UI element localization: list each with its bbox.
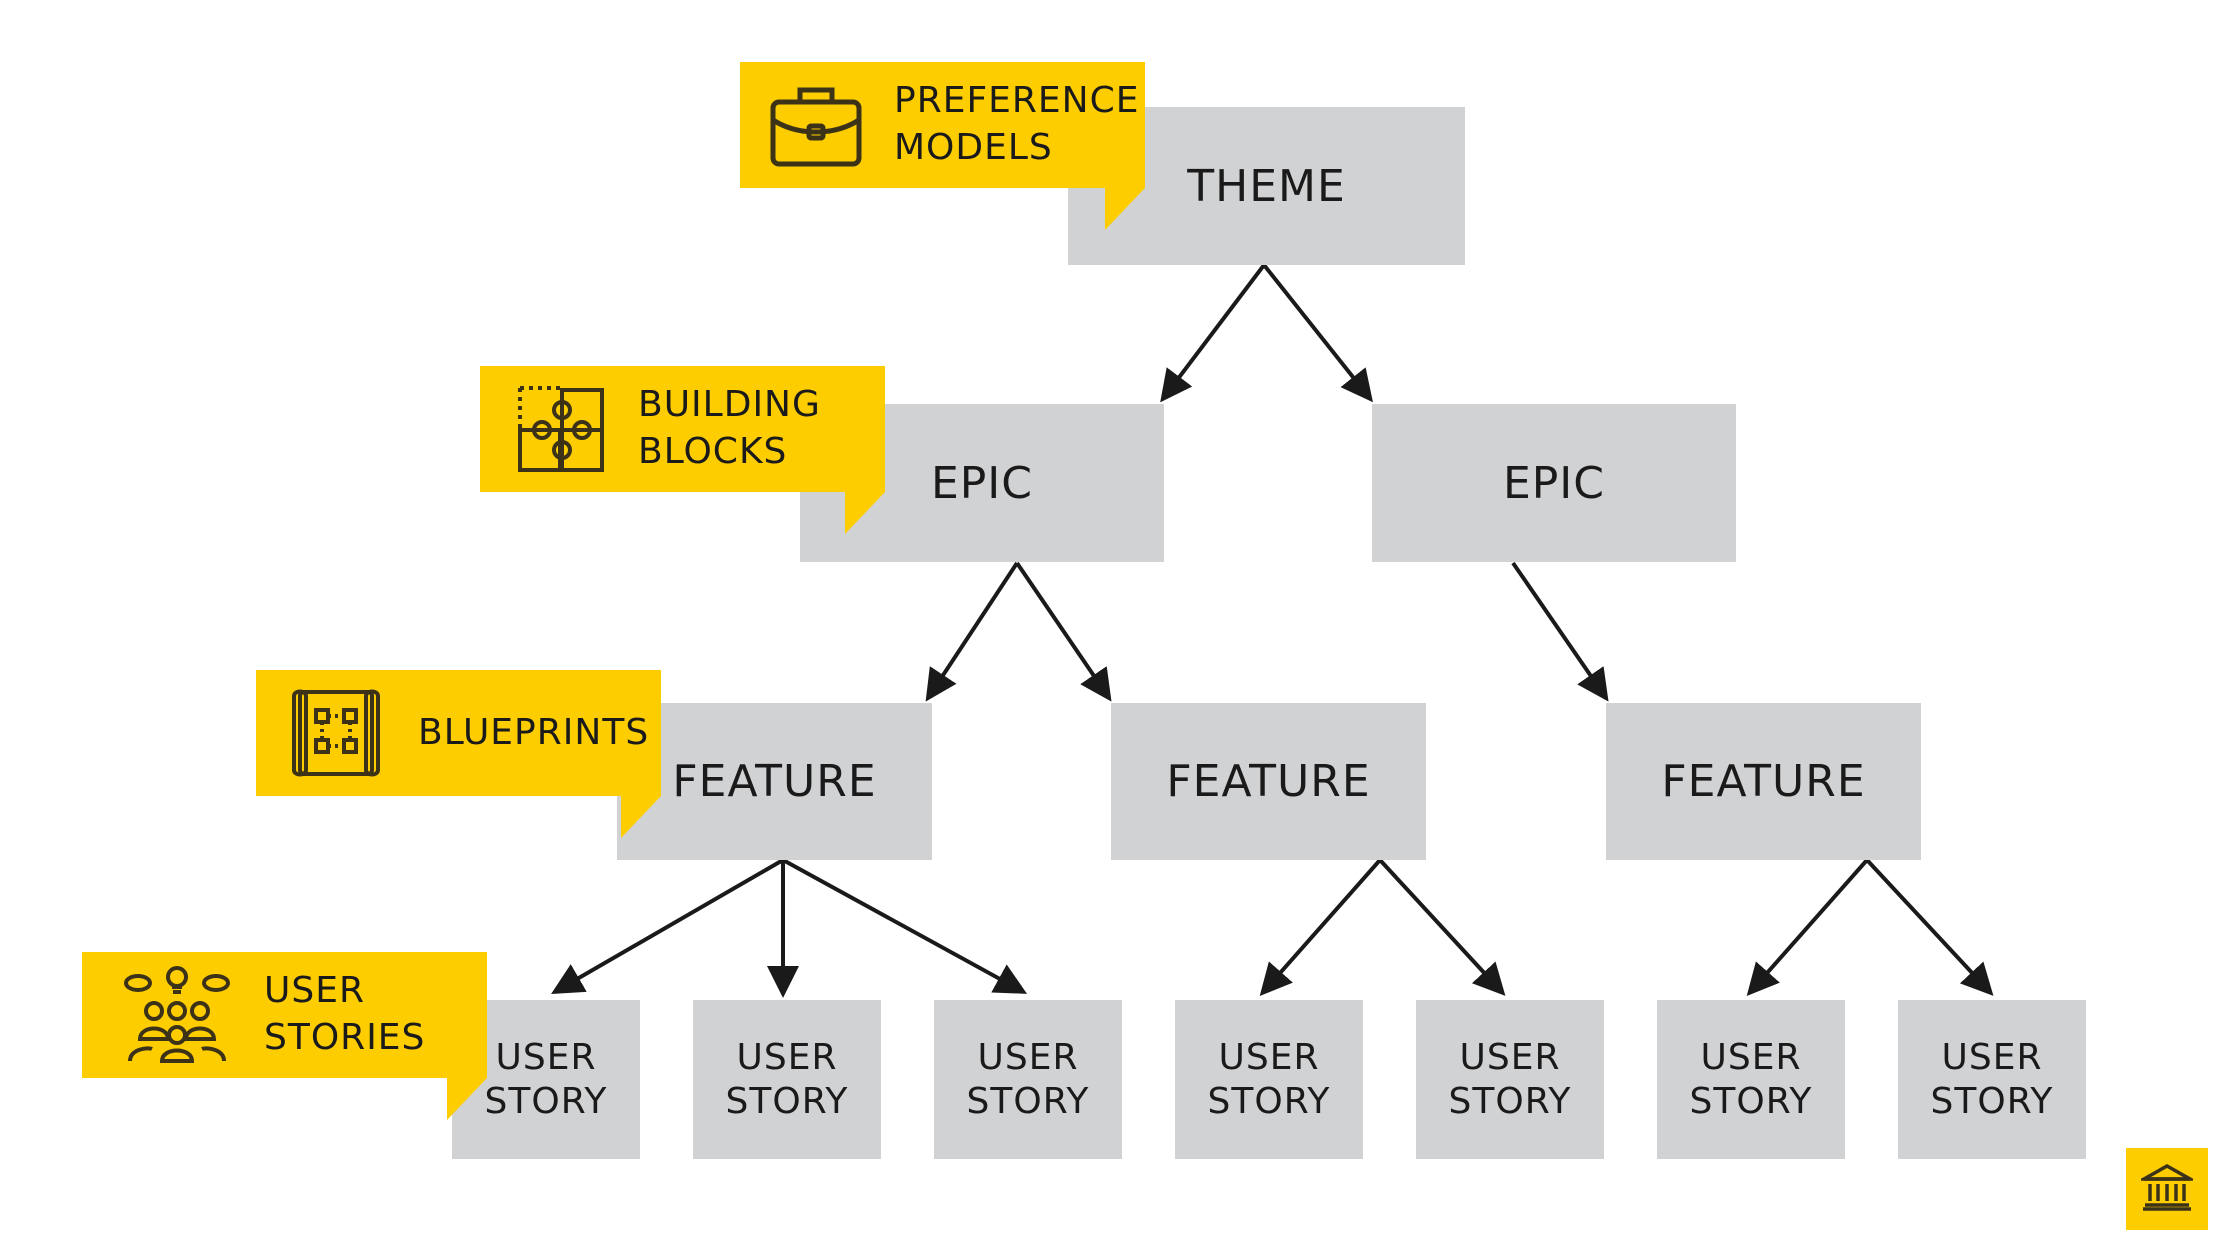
callout-label: BLUEPRINTS (418, 710, 649, 757)
callout-label: PREFERENCE MODELS (894, 78, 1140, 172)
briefcase-icon (768, 80, 864, 170)
arrow-feature-1-to-story-1 (551, 858, 785, 995)
arrow-feature-3-to-story-7 (1865, 858, 1994, 996)
callout-tail (845, 492, 885, 534)
arrow-feature-2-to-story-5 (1378, 858, 1506, 996)
arrow-feature-3-to-story-6 (1746, 858, 1869, 996)
arrow-theme-to-epic-2 (1262, 263, 1373, 403)
story-label-line2: STORY (484, 1080, 608, 1122)
callout-label-line2: MODELS (894, 127, 1053, 168)
arrow-epic-1-to-feature-2 (1015, 561, 1112, 702)
callout-label-line2: STORIES (264, 1017, 426, 1058)
puzzle-icon (516, 384, 606, 474)
callout-user-stories: USER STORIES (82, 952, 487, 1120)
callout-label-line1: BLUEPRINTS (418, 711, 650, 753)
callout-tail (1105, 188, 1145, 230)
epic-label: EPIC (1502, 457, 1606, 509)
story-label-line1: USER (1459, 1037, 1561, 1079)
user-group-idea-icon (124, 965, 230, 1065)
theme-label: THEME (1187, 160, 1346, 212)
feature-node-3: FEATURE (1606, 703, 1921, 860)
story-node-3: USER STORY (934, 1000, 1122, 1159)
story-label-line2: STORY (1930, 1080, 2054, 1122)
story-node-4: USER STORY (1175, 1000, 1363, 1159)
bank-button[interactable] (2126, 1148, 2208, 1230)
arrow-theme-to-epic-1 (1160, 263, 1266, 403)
callout-label-line1: PREFERENCE (894, 80, 1140, 122)
arrow-feature-2-to-story-4 (1259, 858, 1382, 996)
story-label-line1: USER (1218, 1037, 1320, 1079)
story-label-line1: USER (1700, 1037, 1802, 1079)
callout-label: BUILDING BLOCKS (638, 382, 821, 476)
blueprint-icon (290, 686, 382, 780)
story-label-line2: STORY (1207, 1080, 1331, 1122)
feature-label: FEATURE (672, 756, 877, 807)
story-label-line1: USER (495, 1037, 597, 1079)
story-label-line2: STORY (1689, 1080, 1813, 1122)
callout-tail (447, 1078, 487, 1120)
callout-label-line2: BLOCKS (638, 431, 788, 472)
callout-label-line1: USER (264, 970, 365, 1012)
epic-node-2: EPIC (1372, 404, 1736, 562)
callout-preference-models: PREFERENCE MODELS (740, 62, 1145, 230)
arrow-feature-1-to-story-3 (782, 858, 1028, 994)
feature-node-1: FEATURE (617, 703, 932, 860)
story-node-6: USER STORY (1657, 1000, 1845, 1159)
story-label-line1: USER (1941, 1037, 2043, 1079)
arrow-epic-2-to-feature-3 (1511, 561, 1609, 702)
story-label-line1: USER (736, 1037, 838, 1079)
story-label-line1: USER (977, 1037, 1079, 1079)
story-node-7: USER STORY (1898, 1000, 2086, 1159)
callout-label-line1: BUILDING (638, 384, 821, 426)
callout-label: USER STORIES (264, 968, 425, 1062)
bank-icon (2137, 1163, 2197, 1215)
story-label-line2: STORY (1448, 1080, 1572, 1122)
feature-node-2: FEATURE (1111, 703, 1426, 860)
callout-blueprints: BLUEPRINTS (256, 670, 661, 838)
story-node-2: USER STORY (693, 1000, 881, 1159)
story-node-5: USER STORY (1416, 1000, 1604, 1159)
callout-building-blocks: BUILDING BLOCKS (480, 366, 885, 534)
feature-label: FEATURE (1661, 756, 1866, 807)
callout-tail (621, 796, 661, 838)
story-label-line2: STORY (725, 1080, 849, 1122)
epic-label: EPIC (930, 457, 1034, 509)
arrow-epic-1-to-feature-1 (925, 561, 1019, 702)
story-label-line2: STORY (966, 1080, 1090, 1122)
feature-label: FEATURE (1166, 756, 1371, 807)
